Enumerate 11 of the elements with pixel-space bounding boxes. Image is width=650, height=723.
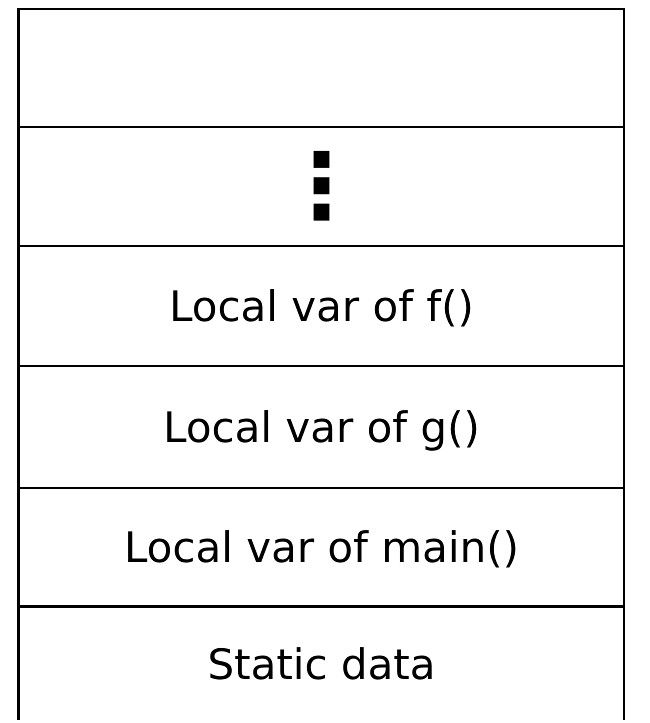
stack-frame-cell [17,245,625,365]
cell-label: Local var of g() [163,402,480,452]
stack-frame-cell [17,126,625,245]
stack-frame-cell [17,487,625,605]
memory-segment-cell [17,605,625,720]
cell-label: Local var of f() [169,282,474,330]
ellipsis-text: ⋮ [276,142,366,232]
stack-frame-cell [17,8,625,126]
cell-label: Local var of main() [124,522,519,572]
cell-label: Static data [207,640,436,688]
stack-frame-cell [17,365,625,487]
